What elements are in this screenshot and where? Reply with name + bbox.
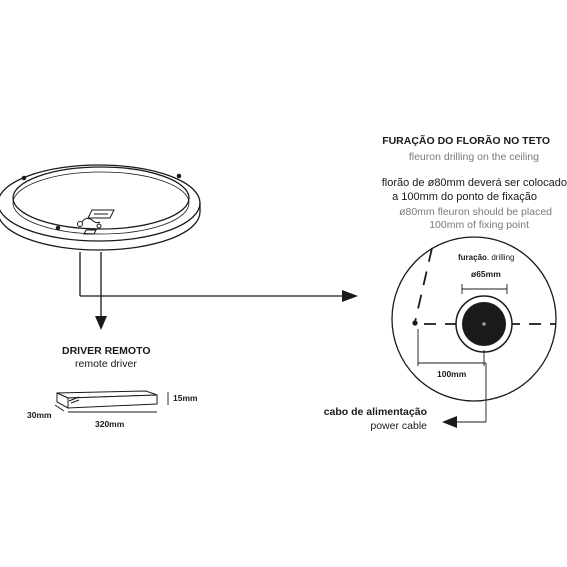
flow-lines (79, 252, 344, 318)
ceiling-drilling-title-en: fleuron drilling on the ceiling (408, 151, 539, 163)
fleuron-note-pt-line1: florão de ø80mm deverá ser colocado (381, 177, 567, 189)
fleuron-note-pt-line2: a 100mm do ponto de fixação (392, 191, 537, 203)
hole-diameter-label: ø65mm (471, 269, 501, 279)
driver-height-label: 15mm (173, 393, 198, 403)
ring-luminaire (0, 164, 201, 251)
arrow-to-ceiling-detail (342, 290, 358, 302)
fleuron-note-en-line1: ø80mm fleuron should be placed (399, 206, 552, 218)
driver-title-en: remote driver (75, 358, 137, 370)
power-cable-arrow (442, 416, 457, 428)
power-cable-label-en: power cable (370, 420, 427, 432)
power-cable-label: cabo de alimentação (323, 406, 427, 418)
drilling-label: furação. drilling (458, 253, 515, 262)
mounting-bracket (77, 209, 115, 235)
fleuron-note-en-line2: 100mm of fixing point (429, 219, 529, 231)
driver-width-label: 30mm (27, 410, 52, 420)
driver-box (56, 390, 158, 409)
ceiling-detail (391, 236, 557, 423)
arrow-to-driver (95, 316, 107, 330)
driver-dimensions (54, 392, 169, 413)
driver-length-label: 320mm (95, 419, 125, 429)
guide-line-vertical (414, 247, 433, 323)
driver-title: DRIVER REMOTO (62, 345, 151, 357)
offset-dimension-label: 100mm (437, 369, 467, 379)
ceiling-drilling-title: FURAÇÃO DO FLORÃO NO TETO (382, 135, 550, 147)
